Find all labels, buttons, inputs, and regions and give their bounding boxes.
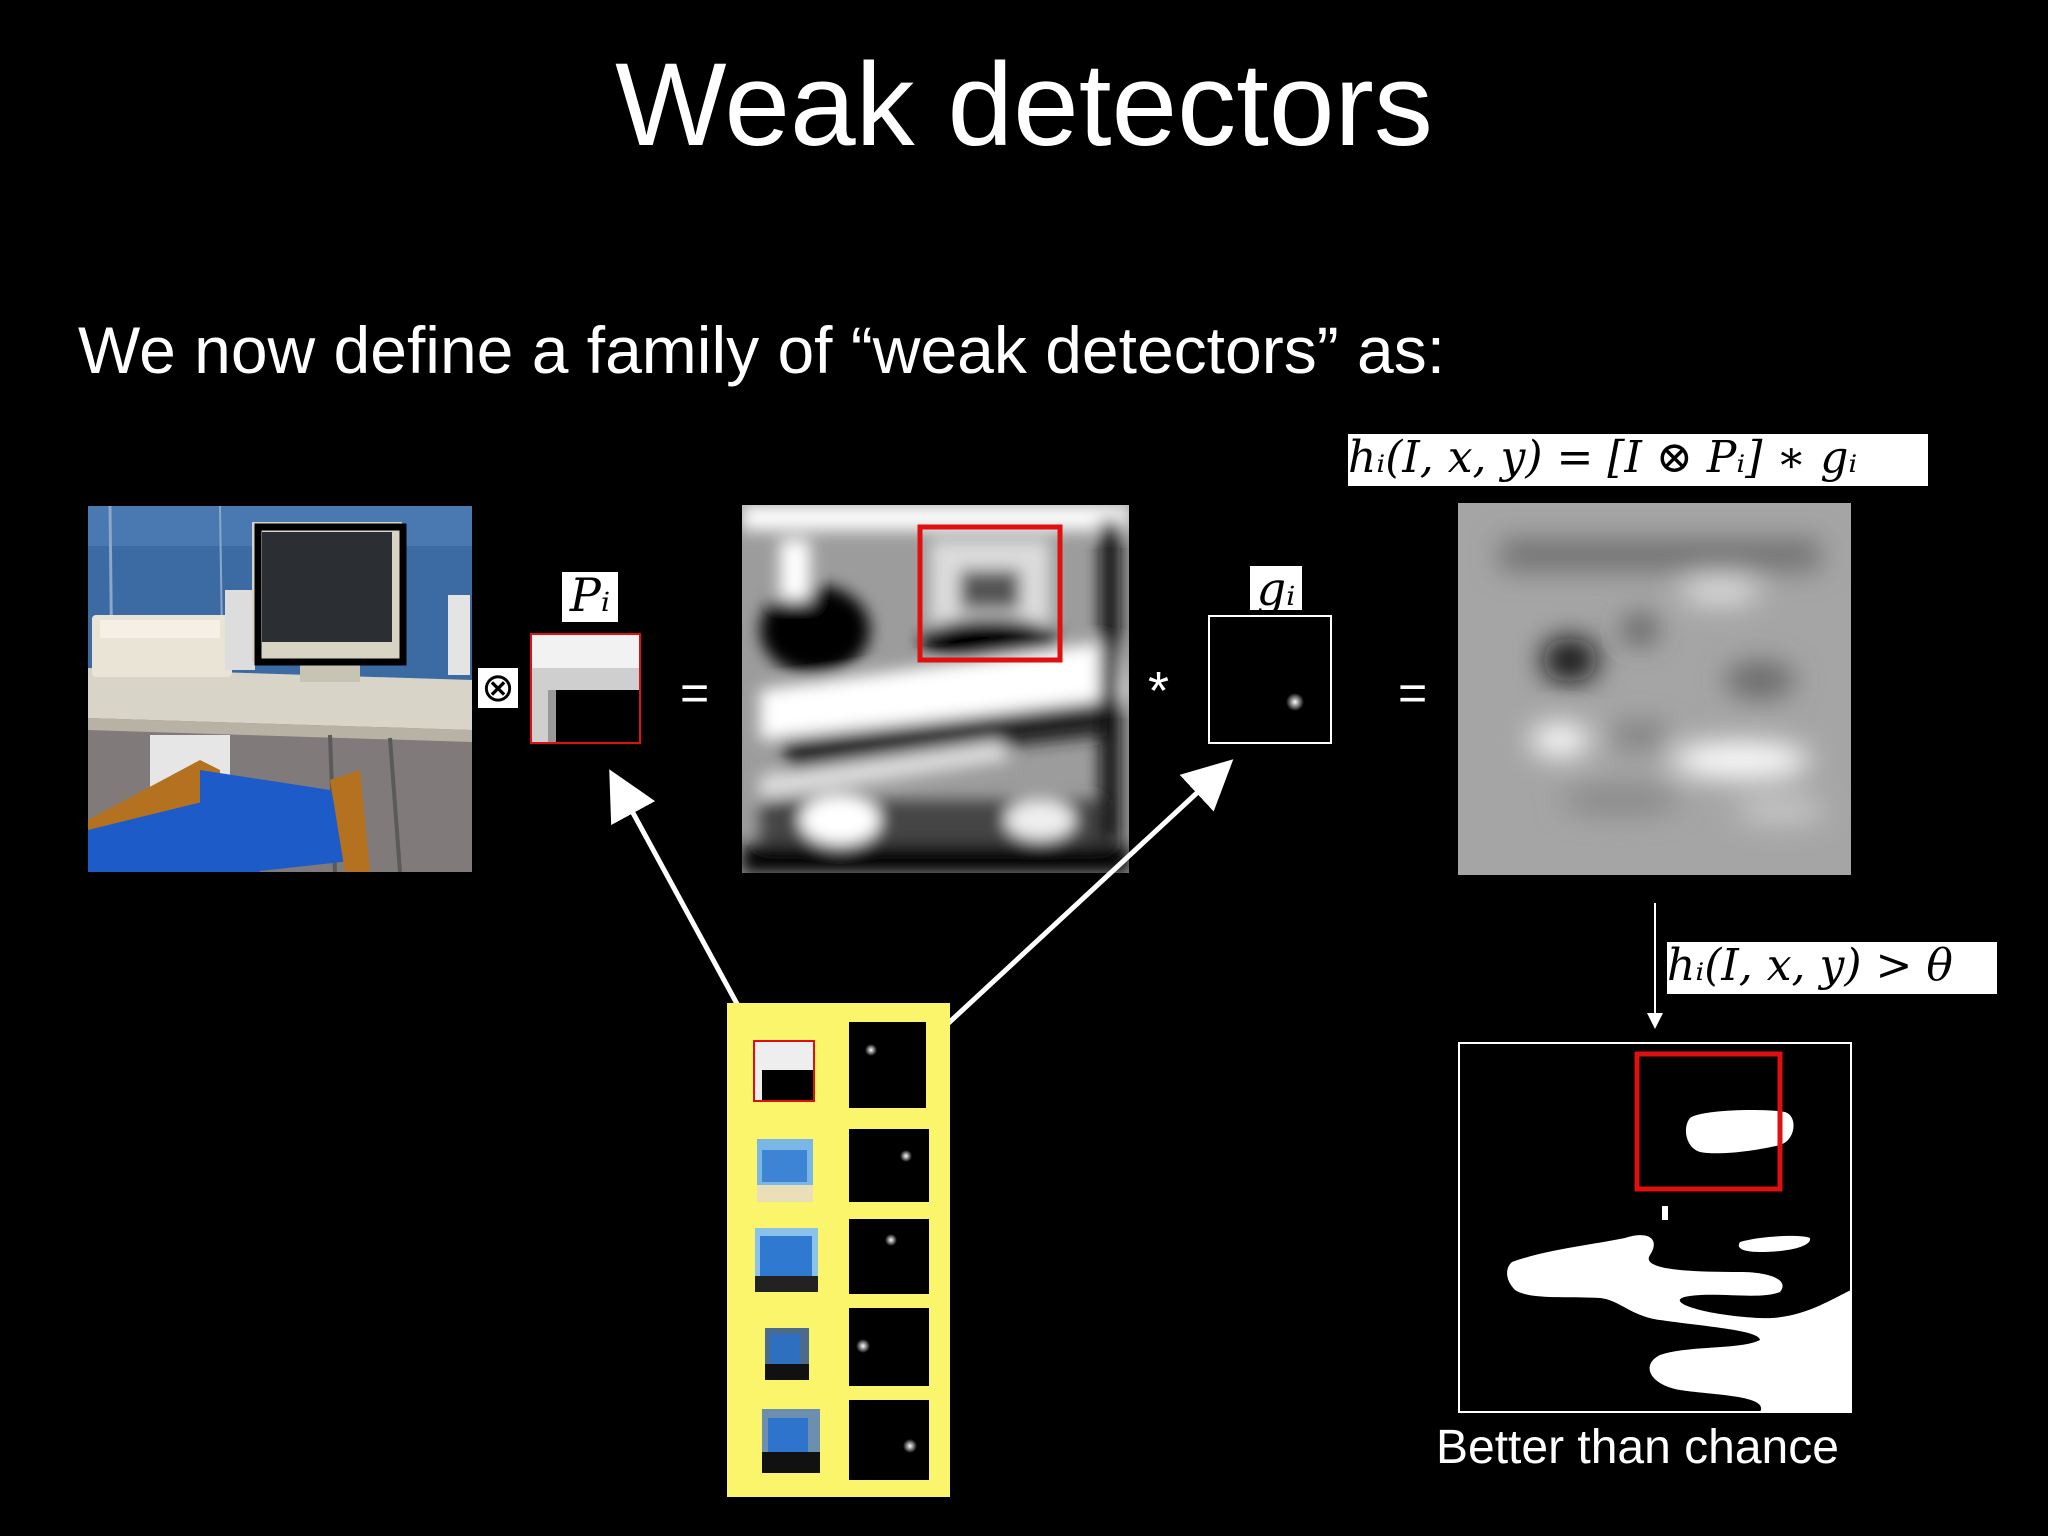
result-caption: Better than chance (1436, 1421, 1839, 1474)
dictionary-patch-5 (762, 1409, 820, 1473)
dictionary-patch-4 (765, 1328, 809, 1380)
multiply-star: * (1148, 661, 1170, 721)
dictionary-patch-1 (753, 1040, 815, 1102)
dictionary-gaussian-1 (849, 1022, 926, 1108)
response-map-image (742, 505, 1129, 873)
gaussian-label: gᵢ (1250, 566, 1302, 612)
patch-label: Pᵢ (562, 572, 618, 622)
dictionary-gaussian-5 (849, 1400, 929, 1480)
smoothed-response-image (1458, 503, 1851, 875)
dictionary-gaussian-2 (849, 1129, 929, 1202)
arrow-to-patch (609, 769, 751, 1026)
dictionary-gaussian-3 (849, 1219, 929, 1294)
dictionary-gaussian-4 (849, 1308, 929, 1386)
slide-title: Weak detectors (615, 39, 1433, 171)
equals-sign-2: = (1398, 665, 1428, 721)
dictionary-panel (727, 1003, 950, 1497)
slide-subtitle: We now define a family of “weak detector… (78, 313, 1446, 387)
patch-image (530, 633, 641, 744)
threshold-formula: hᵢ(I, x, y) > θ (1667, 942, 1997, 994)
office-scene-image (88, 506, 472, 872)
weak-detector-formula: hᵢ(I, x, y) = [I ⊗ Pᵢ] ∗ gᵢ (1348, 434, 1928, 486)
convolve-operator-icon: ⊗ (478, 668, 518, 708)
binary-detection-image (1458, 1042, 1852, 1413)
arrow-to-gaussian (939, 759, 1234, 1032)
dictionary-patch-2 (757, 1139, 813, 1202)
gaussian-kernel-image (1208, 615, 1332, 744)
dictionary-patch-3 (755, 1228, 818, 1292)
equals-sign-1: = (680, 665, 710, 721)
